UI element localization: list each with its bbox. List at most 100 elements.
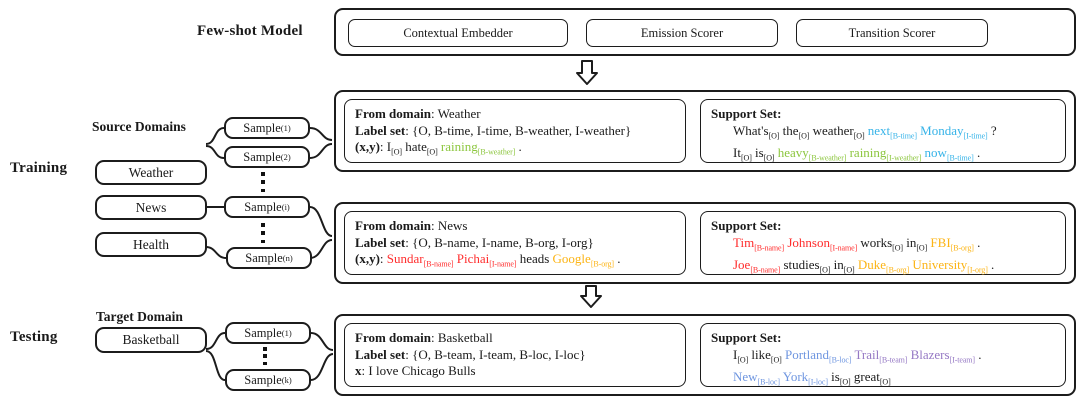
label-set-value: {O, B-time, I-time, B-weather, I-weather…: [412, 122, 632, 138]
model-component-transition-scorer[interactable]: Transition Scorer: [796, 19, 988, 47]
target-domain-basketball[interactable]: Basketball: [95, 327, 207, 353]
label-set-line: Label set: {O, B-name, I-name, B-org, I-…: [355, 234, 594, 250]
source-sample-1[interactable]: Sample(1): [224, 117, 310, 139]
token-tag: [I-team]: [949, 355, 976, 365]
model-component-emission-scorer[interactable]: Emission Scorer: [586, 19, 778, 47]
sample-index: (1): [281, 328, 292, 338]
source-sample-i[interactable]: Sample(i): [224, 196, 310, 218]
sample-label: Sample: [244, 372, 282, 387]
sample-index: (i): [281, 202, 290, 212]
sample-index: (1): [280, 123, 291, 133]
from-domain-value: News: [437, 218, 468, 233]
token-word: New: [733, 368, 758, 384]
source-sample-n[interactable]: Sample(n): [226, 247, 312, 269]
target-domain-title: Target Domain: [96, 309, 183, 324]
token-word: Monday: [920, 122, 964, 138]
token: Blazers[I-team]: [910, 346, 976, 365]
token-word: Blazers: [910, 346, 950, 362]
token-tag: [B-weather]: [808, 153, 847, 163]
source-domain-health[interactable]: Health: [95, 232, 207, 257]
token-word: What's: [733, 122, 769, 138]
source-domain-news[interactable]: News: [95, 195, 207, 220]
token-word: .: [518, 139, 522, 154]
token-tag: [O]: [740, 153, 752, 163]
token-word: in: [906, 234, 917, 250]
token: .: [617, 251, 620, 266]
token-word: like: [751, 346, 771, 362]
token: .: [519, 139, 522, 154]
token-word: works: [860, 234, 893, 250]
token-word: .: [978, 346, 982, 362]
token-word: Joe: [733, 256, 751, 272]
token-word: the: [782, 122, 799, 138]
token: raining[B-weather]: [441, 139, 515, 157]
model-component-contextual-embedder[interactable]: Contextual Embedder: [348, 19, 568, 47]
token-tag: [B-name]: [754, 243, 785, 253]
source-domain-weather[interactable]: Weather: [95, 160, 207, 185]
support-set-label: Support Set:: [711, 330, 782, 345]
token-word: is: [755, 144, 764, 160]
token-word: studies: [783, 256, 820, 272]
token-tag: [I-time]: [963, 131, 988, 141]
token-word: is: [831, 368, 840, 384]
model-component-label: Transition Scorer: [848, 25, 936, 40]
example-support-weather: Support Set: What's[O] the[O] weather[O]…: [700, 99, 1066, 163]
from-domain-line: From domain: News: [355, 218, 468, 233]
x-line: x: I love Chicago Bulls: [355, 363, 476, 378]
token-word: .: [991, 256, 995, 272]
x-label: x: [355, 363, 362, 378]
token: Johnson[I-name]: [787, 235, 857, 253]
token-word: heads: [519, 251, 550, 266]
token: .: [991, 257, 994, 272]
token-tag: [I-org]: [967, 265, 988, 275]
token-tag: [I-loc]: [808, 377, 828, 387]
token-tag: [O]: [839, 377, 851, 387]
token-word: now: [924, 144, 947, 160]
token-tag: [B-org]: [886, 265, 910, 275]
from-domain-value: Basketball: [437, 330, 493, 345]
from-domain-label: From domain: [355, 218, 431, 233]
stage-label-testing: Testing: [10, 329, 58, 345]
token: the[O]: [782, 122, 810, 141]
label-set-label: Label set: [355, 234, 406, 250]
token: I[O]: [733, 346, 748, 365]
token-word: FBI: [930, 234, 951, 250]
token: raining[I-weather]: [849, 144, 922, 163]
token: Sundar[B-name]: [387, 251, 454, 269]
support-line: What's[O] the[O] weather[O] next[B-time]…: [711, 123, 1065, 145]
sample-label: Sample: [243, 120, 281, 135]
label-set-value: {O, B-name, I-name, B-org, I-org}: [412, 234, 594, 250]
token: studies[O]: [783, 256, 830, 275]
stage-label-training: Training: [10, 160, 68, 176]
label-set-label: Label set: [355, 346, 406, 362]
token-word: raining: [849, 144, 887, 160]
token: Joe[B-name]: [733, 256, 780, 275]
support-line: It[O] is[O] heavy[B-weather] raining[I-w…: [711, 145, 1065, 167]
token: Duke[B-org]: [858, 257, 910, 275]
token: hate[O]: [405, 139, 438, 157]
label-set-line: Label set: {O, B-team, I-team, B-loc, I-…: [355, 346, 586, 362]
vertical-dots-source-lower: [261, 223, 265, 243]
token: Google[B-org]: [553, 251, 615, 269]
few-shot-model-container: Contextual Embedder Emission Scorer Tran…: [334, 8, 1076, 56]
token: heads: [520, 251, 550, 266]
target-sample-k[interactable]: Sample(k): [225, 369, 311, 391]
token-tag: [O]: [916, 243, 928, 253]
token: Trail[B-team]: [854, 347, 907, 365]
token-tag: [B-org]: [590, 259, 614, 269]
domain-label: News: [135, 199, 167, 215]
token: Portland[B-loc]: [785, 347, 852, 365]
token: next[B-time]: [867, 122, 917, 141]
token: .: [978, 347, 981, 362]
token-tag: [O]: [768, 131, 780, 141]
from-domain-line: From domain: Weather: [355, 106, 481, 121]
source-sample-2[interactable]: Sample(2): [224, 146, 310, 168]
token-word: I: [733, 346, 738, 362]
token-tag: [B-time]: [890, 131, 917, 141]
token-tag: [B-loc]: [829, 355, 852, 365]
target-sample-1[interactable]: Sample(1): [225, 322, 311, 344]
token-tag: [O]: [770, 355, 782, 365]
sample-index: (2): [280, 152, 291, 162]
xy-line: (x,y): I[O] hate[O] raining[B-weather] .: [355, 139, 522, 157]
token-word: next: [867, 122, 891, 138]
